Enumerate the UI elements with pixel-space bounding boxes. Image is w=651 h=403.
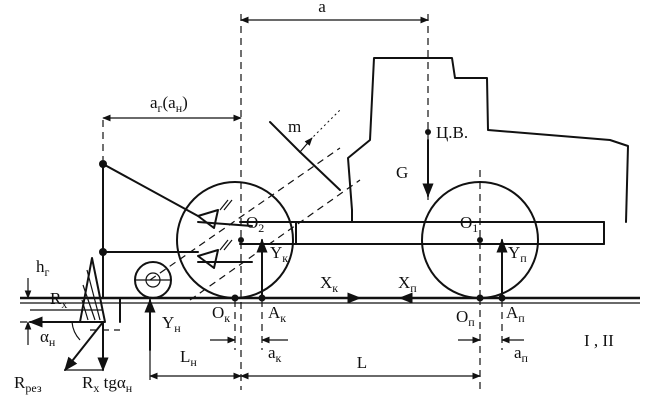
label-yp: Yп (508, 243, 527, 265)
label-cv: Ц.В. (436, 123, 468, 142)
label-xk: Xк (320, 273, 338, 295)
implement-share (79, 257, 106, 323)
label-ok: Oк (212, 303, 230, 325)
label-o1: O1 (460, 213, 478, 235)
center-of-mass-point (425, 129, 431, 135)
label-ap: Aп (506, 303, 525, 325)
label-ak: Aк (268, 303, 286, 325)
ground-points (231, 237, 506, 302)
label-hr: hг (36, 257, 50, 279)
label-op: Oп (456, 307, 475, 329)
label-ak-small: aк (268, 343, 282, 365)
label-rx: Rx (50, 289, 67, 311)
label-i-ii: I , II (584, 331, 614, 350)
construction-lines (20, 14, 503, 390)
label-rrez: Rрез (14, 373, 42, 395)
label-xp: Xп (398, 273, 417, 295)
implement-linkage (99, 160, 199, 323)
label-ln: Lн (180, 347, 197, 369)
label-a: a (318, 0, 326, 16)
label-ar: aг(aн) (150, 93, 188, 115)
dimension-hr (20, 278, 80, 345)
label-rxtg: Rx tgαн (82, 373, 133, 395)
rear-wheel (176, 181, 294, 299)
label-m: m (288, 117, 301, 136)
gauge-wheel (134, 261, 172, 299)
angle-arc (71, 321, 81, 341)
label-o2: O2 (246, 213, 264, 235)
label-an: αн (40, 327, 56, 349)
tractor-body-lower (295, 209, 353, 223)
m-section-marker (269, 109, 341, 191)
label-yn: Yн (162, 313, 181, 335)
label-l: L (357, 353, 367, 372)
tractor-cab-outline (347, 57, 629, 223)
label-g: G (396, 163, 408, 182)
hitch-mechanism (197, 199, 253, 269)
force-rrez-arrow (64, 321, 104, 372)
label-ap-small: aп (514, 343, 529, 365)
label-yk: Yк (270, 243, 288, 265)
